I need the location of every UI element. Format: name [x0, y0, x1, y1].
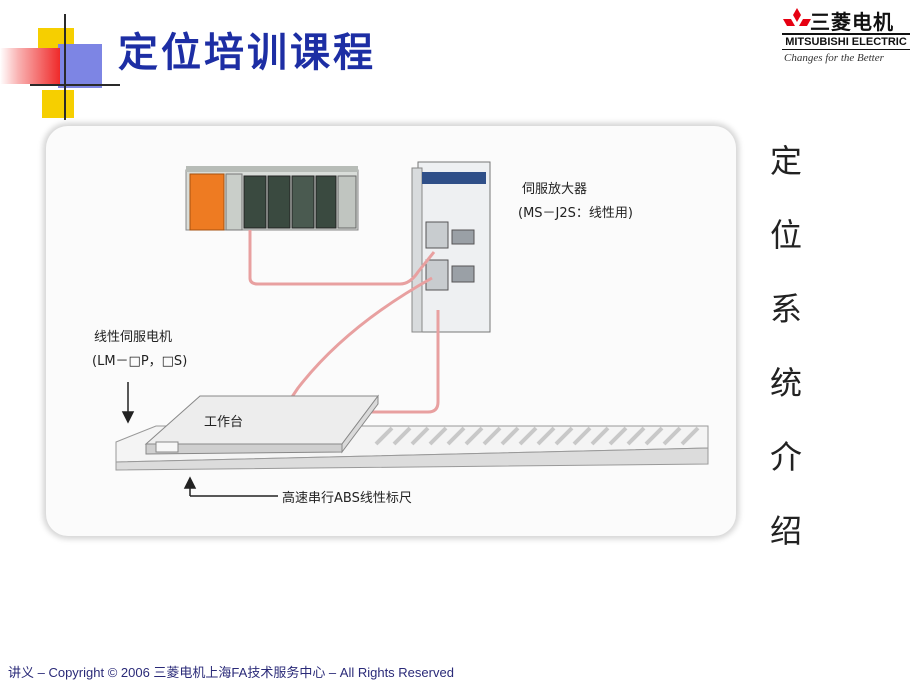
side-text-char: 绍	[770, 512, 803, 550]
deco-yellow-square-lower	[42, 90, 74, 118]
copyright-footer: 讲义 – Copyright © 2006 三菱电机上海FA技术服务中心 – A…	[8, 665, 454, 680]
annotation-arrows	[121, 382, 278, 497]
logo-tagline: Changes for the Better	[784, 52, 884, 64]
positioning-system-diagram	[115, 161, 709, 497]
page-title: 定位培训课程	[118, 29, 376, 76]
plc-unit	[185, 166, 359, 231]
linear-motor-model: (LM－□P，□S)	[92, 354, 188, 369]
three-diamonds-icon	[783, 8, 811, 26]
diagram-panel: 伺服放大器 (MS－J2S：线性用) 线性伺服电机 (LM－□P，□S) 工作台…	[46, 126, 736, 536]
side-text-char: 定	[770, 142, 803, 180]
linear-scale-label: 高速串行ABS线性标尺	[282, 491, 412, 506]
side-text-char: 位	[770, 216, 803, 254]
side-text-char: 介	[770, 438, 803, 476]
side-text-char: 系	[770, 290, 803, 328]
servo-amplifier	[411, 161, 491, 333]
work-table	[144, 394, 379, 455]
deco-red-gradient-bar	[0, 48, 60, 84]
logo-english-name: MITSUBISHI ELECTRIC	[782, 33, 910, 50]
linear-motor-label: 线性伺服电机	[94, 330, 173, 345]
deco-vertical-line	[64, 14, 66, 120]
work-table-label: 工作台	[204, 415, 244, 430]
logo-chinese-name: 三菱电机	[810, 10, 894, 34]
side-text-char: 统	[770, 364, 803, 402]
mitsubishi-logo: 三菱电机 MITSUBISHI ELECTRIC Changes for the…	[776, 6, 914, 72]
servo-amp-label: 伺服放大器	[522, 182, 588, 197]
servo-amp-model: (MS－J2S：线性用)	[518, 206, 633, 221]
deco-horizontal-line	[30, 84, 120, 86]
